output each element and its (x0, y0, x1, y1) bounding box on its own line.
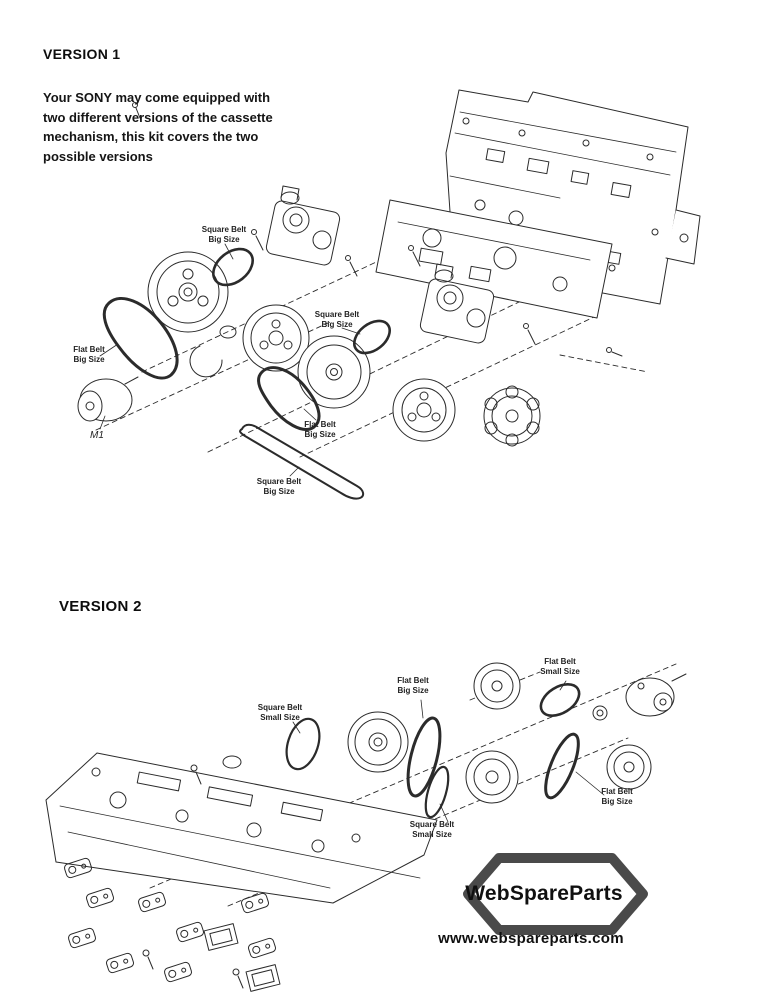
v1-head-assembly-2 (419, 263, 495, 344)
version2-heading: VERSION 2 (59, 598, 142, 615)
motor-m1-label: M1 (90, 430, 104, 441)
v1-flywheels (147, 251, 541, 447)
belt-label-v1-square-big-mid: Square Belt Big Size (314, 310, 360, 330)
belt-label-v1-square-big-top: Square Belt Big Size (201, 225, 247, 245)
belt-label-v2-square-small-bottom: Square Belt Small Size (409, 820, 455, 840)
belt-label-v2-square-small-left: Square Belt Small Size (257, 703, 303, 723)
v2-motor (625, 673, 687, 717)
v1-intermediate-plate (375, 199, 613, 319)
v2-pulleys (347, 662, 652, 804)
version1-heading: VERSION 1 (43, 46, 121, 62)
webspareparts-url: www.webspareparts.com (438, 930, 624, 947)
belt-label-v1-square-big-bottom: Square Belt Big Size (256, 477, 302, 497)
belt-label-v2-flat-big-right: Flat Belt Big Size (601, 787, 633, 807)
webspareparts-logo-badge (463, 853, 648, 935)
v1-belts (102, 247, 391, 500)
belt-label-v1-flat-big-mid: Flat Belt Big Size (304, 420, 336, 440)
v2-chassis-panel (45, 752, 438, 904)
belt-label-v2-flat-small: Flat Belt Small Size (540, 657, 580, 677)
version1-mechanism-drawing (77, 89, 701, 500)
v2-bracket-cluster (64, 857, 281, 992)
belt-label-v2-flat-big-top: Flat Belt Big Size (397, 676, 429, 696)
version2-mechanism-drawing (45, 662, 687, 992)
webspareparts-brand-text: WebSpareParts (465, 882, 623, 905)
v2-leader-lines (292, 680, 605, 823)
v1-screws (132, 102, 623, 357)
v1-motor (77, 376, 139, 422)
belt-label-v1-flat-big-left: Flat Belt Big Size (73, 345, 105, 365)
v2-belts (285, 683, 581, 819)
v1-leader-lines (99, 243, 361, 477)
version1-intro-text: Your SONY may come equipped with two dif… (43, 90, 273, 164)
v1-head-assembly-1 (265, 185, 341, 266)
